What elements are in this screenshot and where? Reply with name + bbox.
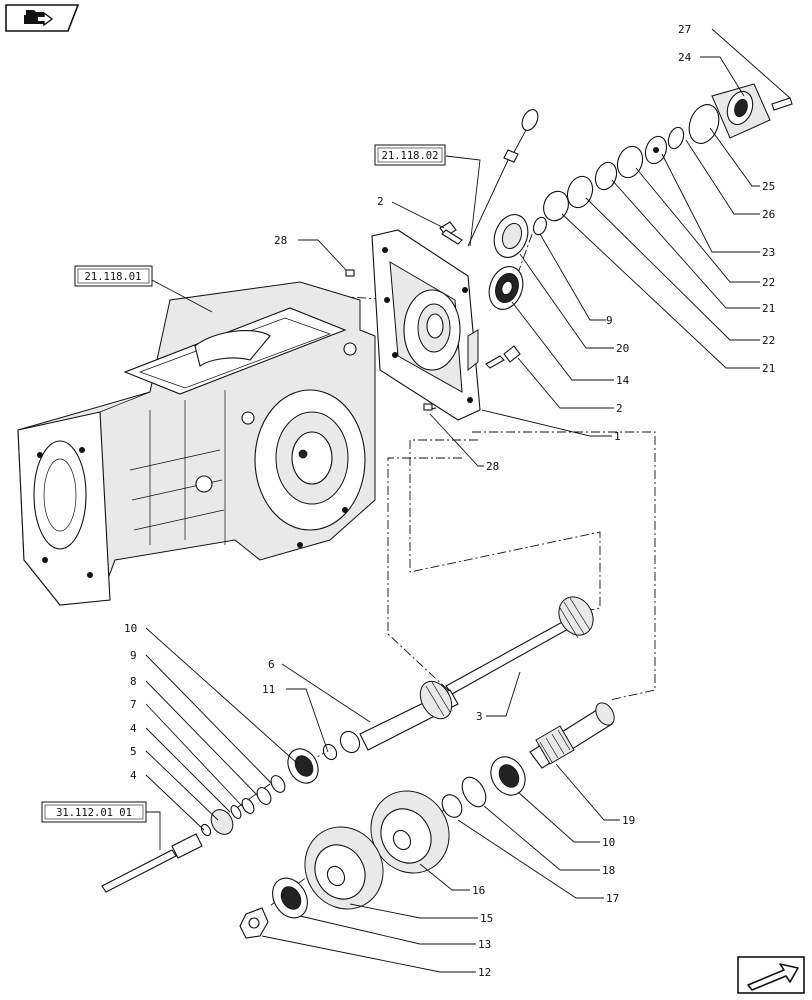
callout: 24 bbox=[678, 51, 692, 64]
cover-plate bbox=[371, 229, 481, 421]
callout: 16 bbox=[472, 884, 485, 897]
leader-lines bbox=[145, 28, 791, 973]
callout: 2 bbox=[377, 195, 384, 208]
callout: 10 bbox=[124, 622, 137, 635]
left-bearing-stack bbox=[200, 748, 319, 837]
callout: 17 bbox=[606, 892, 619, 905]
back-nav-button[interactable] bbox=[5, 4, 80, 32]
callout: 9 bbox=[130, 649, 137, 662]
callout: 20 bbox=[616, 342, 629, 355]
output-shaft bbox=[529, 702, 615, 769]
callout: 21 bbox=[762, 362, 775, 375]
callout: 3 bbox=[476, 710, 483, 723]
callout: 5 bbox=[130, 745, 137, 758]
callout: 7 bbox=[130, 698, 137, 711]
callout: 10 bbox=[602, 836, 615, 849]
nut-12 bbox=[239, 907, 269, 939]
upper-shaft bbox=[322, 596, 594, 761]
callout: 15 bbox=[480, 912, 493, 925]
callout: 11 bbox=[262, 683, 275, 696]
next-page-arrow-icon bbox=[747, 963, 799, 991]
callout: 1 bbox=[614, 430, 621, 443]
callout: 25 bbox=[762, 180, 775, 193]
reference-label: 31.112.01 01 bbox=[56, 807, 132, 819]
reference-label: 21.118.02 bbox=[382, 150, 439, 162]
callout: 22 bbox=[762, 334, 775, 347]
callout: 21 bbox=[762, 302, 775, 315]
reference-box-21-118-01[interactable]: 21.118.01 bbox=[74, 265, 153, 287]
callout: 28 bbox=[486, 460, 499, 473]
callout: 4 bbox=[130, 769, 137, 782]
callout: 13 bbox=[478, 938, 491, 951]
callout: 2 bbox=[616, 402, 623, 415]
gear-16 bbox=[370, 790, 450, 874]
callout: 18 bbox=[602, 864, 615, 877]
bearing-13 bbox=[272, 877, 308, 919]
callout: 9 bbox=[606, 314, 613, 327]
dipstick bbox=[467, 109, 539, 247]
reference-box-21-118-02[interactable]: 21.118.02 bbox=[374, 144, 446, 166]
callout: 19 bbox=[622, 814, 635, 827]
reference-box-31-112-01-01[interactable]: 31.112.01 01 bbox=[41, 801, 147, 823]
callout: 4 bbox=[130, 722, 137, 735]
cover-bolts bbox=[345, 221, 521, 411]
callout: 26 bbox=[762, 208, 775, 221]
upper-bearings bbox=[488, 83, 793, 310]
input-shaft bbox=[101, 833, 203, 893]
callout-numbers: 27 24 25 26 23 22 21 22 21 9 20 14 2 1 2… bbox=[124, 23, 775, 979]
right-bearings bbox=[441, 756, 526, 818]
callout: 23 bbox=[762, 246, 775, 259]
callout: 8 bbox=[130, 675, 137, 688]
callout: 22 bbox=[762, 276, 775, 289]
gear-15 bbox=[304, 826, 384, 910]
reference-label: 21.118.01 bbox=[85, 271, 142, 283]
callout: 14 bbox=[616, 374, 630, 387]
callout: 6 bbox=[268, 658, 275, 671]
folder-back-arrow-icon bbox=[24, 10, 54, 27]
next-page-button[interactable] bbox=[737, 956, 805, 994]
callout: 12 bbox=[478, 966, 491, 979]
transmission-housing bbox=[17, 281, 376, 606]
callout: 28 bbox=[274, 234, 287, 247]
callout: 27 bbox=[678, 23, 691, 36]
